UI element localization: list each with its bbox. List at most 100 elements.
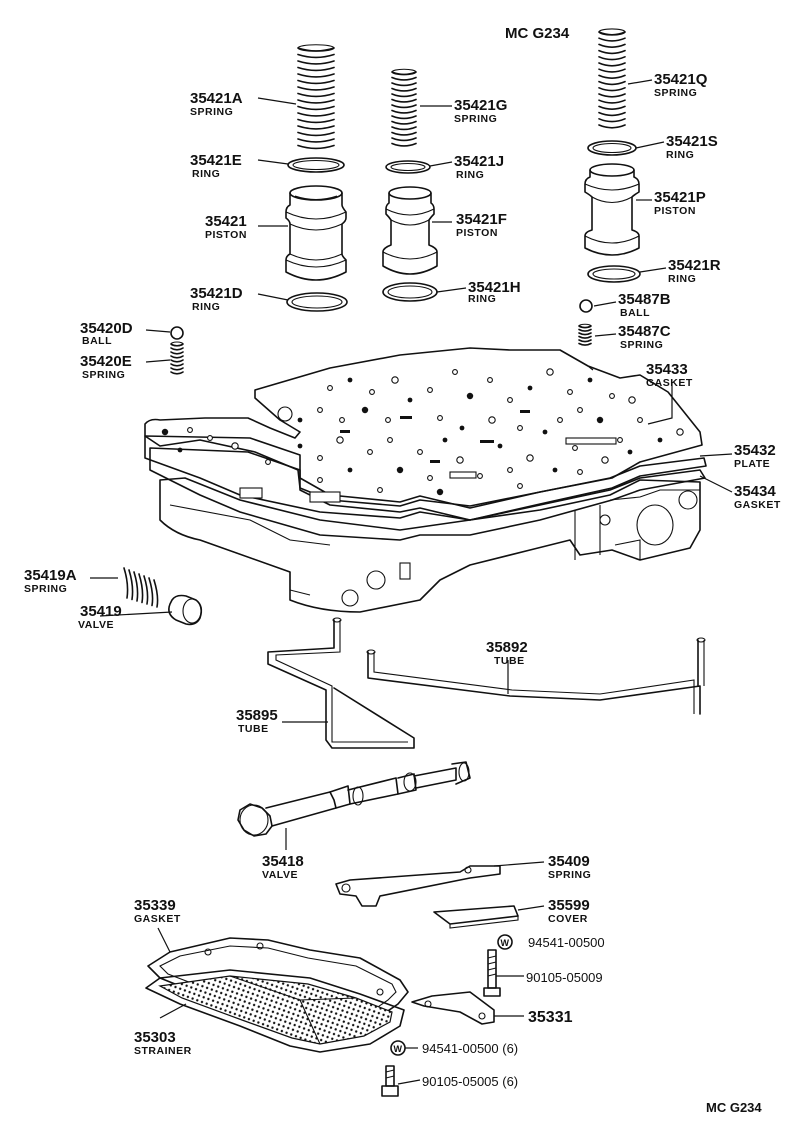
part-name: BALL — [82, 335, 112, 347]
label-35421R: 35421R RING — [668, 257, 721, 285]
part-number: 35599 — [548, 897, 590, 914]
part-number: 94541-00500 — [528, 935, 605, 950]
label-35409: 35409 SPRING — [548, 853, 591, 881]
label-90105-05009: 90105-05009 — [526, 970, 603, 985]
part-number: 90105-05005 (6) — [422, 1074, 518, 1089]
label-35434: 35434 GASKET — [734, 483, 781, 511]
label-35421E: 35421E RING — [190, 152, 242, 180]
label-35421F: 35421F PISTON — [456, 211, 507, 239]
label-35331: 35331 — [528, 1009, 573, 1026]
ring-35421R — [587, 265, 641, 283]
part-name: RING — [192, 301, 220, 313]
spring-35487C — [578, 323, 592, 346]
part-name: PISTON — [456, 227, 498, 239]
part-name: RING — [668, 273, 696, 285]
ring-35421D — [286, 292, 348, 312]
label-35892: 35892 TUBE — [486, 639, 528, 667]
label-35421A: 35421A SPRING — [190, 90, 243, 118]
part-number: 35420D — [80, 320, 133, 337]
part-name: TUBE — [494, 655, 525, 667]
label-35419A: 35419A SPRING — [24, 567, 77, 595]
part-name: SPRING — [82, 369, 125, 381]
piston-35421 — [285, 185, 347, 281]
part-number: 35487B — [618, 291, 671, 308]
washer-94541-00500-6: W — [390, 1040, 406, 1056]
label-35487B: 35487B BALL — [618, 291, 671, 319]
cover-35599 — [433, 905, 519, 929]
labels: 35421A SPRING 35421E RING 35421 PISTON 3… — [24, 71, 781, 1089]
part-name: VALVE — [78, 619, 114, 631]
washer-94541-00500: W — [497, 934, 513, 950]
part-number: 35421 — [205, 213, 247, 230]
label-35487C: 35487C SPRING — [618, 323, 671, 351]
spring-35421G — [391, 68, 417, 147]
label-35599: 35599 COVER — [548, 897, 590, 925]
gasket-holes — [161, 368, 684, 496]
spring-35419A — [123, 567, 159, 608]
part-number: 35331 — [528, 1009, 573, 1026]
part-number: 94541-00500 (6) — [422, 1041, 518, 1056]
part-number: 35892 — [486, 639, 528, 656]
part-name: RING — [192, 168, 220, 180]
label-35432: 35432 PLATE — [734, 442, 776, 470]
part-number: 35421E — [190, 152, 242, 169]
spring-35409 — [335, 865, 501, 907]
label-35420D: 35420D BALL — [80, 320, 133, 347]
part-name: SPRING — [654, 87, 697, 99]
piston-35421P — [584, 163, 640, 256]
valve-35418 — [237, 761, 471, 837]
ball-35420D — [170, 326, 184, 340]
ring-35421E — [287, 157, 345, 173]
label-35421H: 35421H RING — [468, 279, 521, 305]
ball-35487B — [579, 299, 593, 313]
part-name: BALL — [620, 307, 650, 319]
part-number: 35418 — [262, 853, 304, 870]
label-35303: 35303 STRAINER — [134, 1029, 192, 1057]
spring-35421Q — [598, 28, 626, 129]
part-name: SPRING — [454, 113, 497, 125]
part-number: 35419 — [80, 603, 122, 620]
part-number: 35434 — [734, 483, 776, 500]
piston-35421F — [382, 186, 438, 275]
label-35339: 35339 GASKET — [134, 897, 180, 925]
part-number: 35487C — [618, 323, 671, 340]
part-number: 35433 — [646, 361, 688, 378]
part-name: RING — [468, 293, 496, 305]
washer-symbol: W — [394, 1044, 403, 1054]
part-number: 35421R — [668, 257, 721, 274]
label-35421J: 35421J RING — [454, 153, 504, 181]
label-35418: 35418 VALVE — [262, 853, 304, 881]
part-number: 35409 — [548, 853, 590, 870]
diagram-code-top: MC G234 — [505, 25, 570, 42]
washer-symbol: W — [501, 938, 510, 948]
part-name: TUBE — [238, 723, 269, 735]
ring-35421S — [587, 140, 637, 156]
label-94541-00500-6: 94541-00500 (6) — [422, 1041, 518, 1056]
ring-35421H — [382, 282, 438, 302]
ring-35421J — [385, 160, 431, 174]
part-name: GASKET — [646, 377, 693, 389]
part-number: 35303 — [134, 1029, 176, 1046]
part-number: 35421F — [456, 211, 507, 228]
part-name: STRAINER — [134, 1045, 192, 1057]
part-name: PLATE — [734, 458, 770, 470]
part-name: COVER — [548, 913, 588, 925]
label-35421G: 35421G SPRING — [454, 97, 507, 125]
part-number: 90105-05009 — [526, 970, 603, 985]
part-name: GASKET — [734, 499, 781, 511]
part-number: 35432 — [734, 442, 776, 459]
bolt-90105-05009 — [483, 949, 501, 997]
part-number: 35895 — [236, 707, 278, 724]
part-name: SPRING — [190, 106, 233, 118]
label-35420E: 35420E SPRING — [80, 353, 132, 381]
spring-35421A — [297, 44, 335, 150]
part-name: SPRING — [548, 869, 591, 881]
plate-35432 — [144, 435, 707, 521]
strainer-35303 — [145, 969, 405, 1053]
label-35421: 35421 PISTON — [205, 213, 247, 241]
label-35421Q: 35421Q SPRING — [654, 71, 708, 99]
part-name: SPRING — [620, 339, 663, 351]
label-94541-00500: 94541-00500 — [528, 935, 605, 950]
part-number: 35421S — [666, 133, 718, 150]
